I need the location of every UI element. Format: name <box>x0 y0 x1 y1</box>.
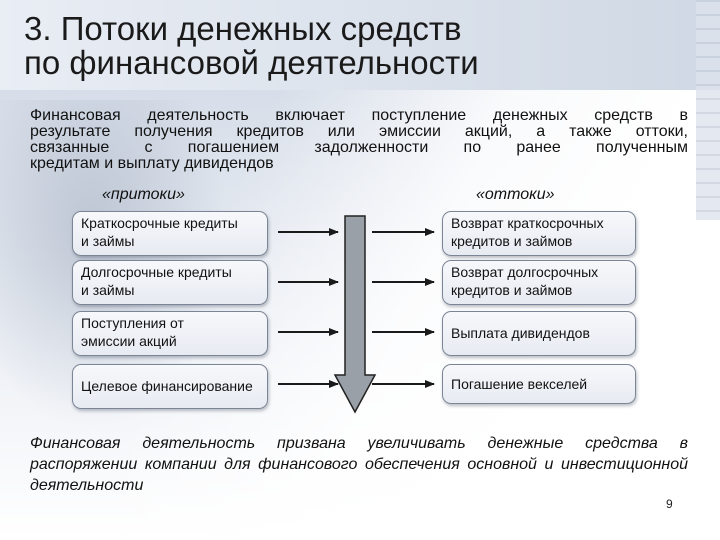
page-number: 9 <box>666 497 673 511</box>
outflow-box-text: Возврат долгосрочных <box>451 264 599 280</box>
outflow-box-text: Возврат краткосрочных <box>451 215 604 231</box>
inflow-box-text: Краткосрочные кредиты <box>81 215 238 231</box>
outflow-box-long-term-repayment: Возврат долгосрочных кредитов и займов <box>442 260 636 305</box>
outflow-box-text: Выплата дивидендов <box>451 325 590 341</box>
outflow-box-text: кредитов и займов <box>451 233 573 249</box>
inflow-box-text: Долгосрочные кредиты <box>81 264 232 280</box>
title-line-2: по финансовой деятельности <box>24 44 479 81</box>
outflows-label: «оттоки» <box>476 186 555 203</box>
inflow-box-short-term-loans: Краткосрочные кредиты и займы <box>72 211 268 256</box>
title-line-1: 3. Потоки денежных средств <box>24 10 462 47</box>
outflow-box-short-term-repayment: Возврат краткосрочных кредитов и займов <box>442 211 636 256</box>
inflow-box-text: эмиссии акций <box>81 333 177 349</box>
slide-title: 3. Потоки денежных средств по финансовой… <box>24 12 684 80</box>
inflow-box-target-financing: Целевое финансирование <box>72 364 268 409</box>
inflow-box-text: Поступления от <box>81 315 184 331</box>
decorative-stripe <box>696 0 720 220</box>
outflow-box-text: Погашение векселей <box>451 376 588 392</box>
inflow-box-share-issue: Поступления от эмиссии акций <box>72 311 268 356</box>
inflow-box-text: Целевое финансирование <box>81 378 253 394</box>
intro-line: Финансовая деятельность включает поступл… <box>30 107 688 124</box>
intro-paragraph: Финансовая деятельность включает поступл… <box>30 108 688 172</box>
inflow-box-long-term-loans: Долгосрочные кредиты и займы <box>72 260 268 305</box>
header-band <box>0 0 720 90</box>
outflow-box-bills-repayment: Погашение векселей <box>442 364 636 404</box>
conclusion-paragraph: Финансовая деятельность призвана увеличи… <box>30 435 688 494</box>
intro-line: кредитам и выплату дивидендов <box>30 155 274 172</box>
intro-line: результате получения кредитов или эмисси… <box>30 123 688 140</box>
outflow-box-text: кредитов и займов <box>451 282 573 298</box>
inflow-box-text: и займы <box>81 233 135 249</box>
inflows-label: «притоки» <box>102 186 185 203</box>
inflow-box-text: и займы <box>81 282 135 298</box>
intro-line: связанные с погашением задолженности по … <box>30 139 688 156</box>
outflow-box-dividends: Выплата дивидендов <box>442 311 636 356</box>
